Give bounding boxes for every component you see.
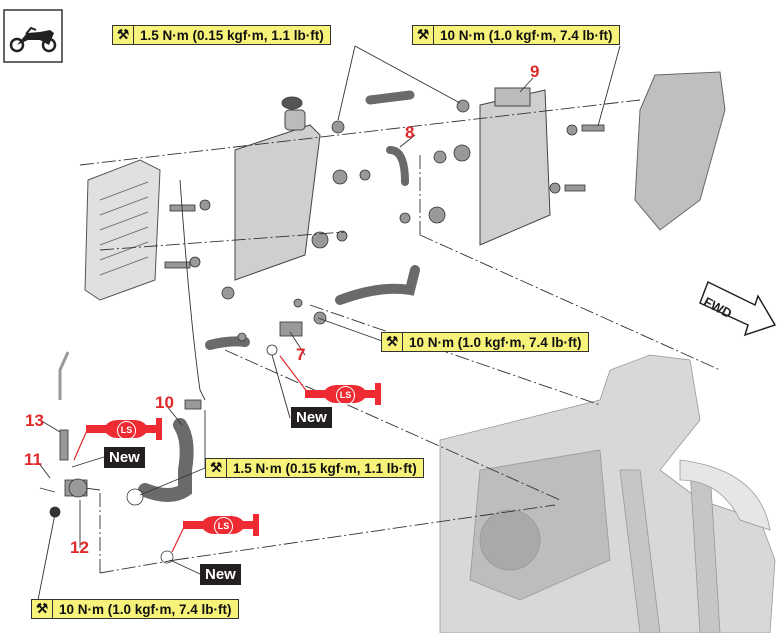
new-part-label: New [104,447,145,468]
new-part-label: New [291,407,332,428]
torque-spec-text: 10 N·m (1.0 kgf·m, 7.4 lb·ft) [409,334,582,350]
radiator-guard-left [84,159,161,301]
radiator-guard-right [634,71,726,231]
torque-spec-text: 10 N·m (1.0 kgf·m, 7.4 lb·ft) [59,601,232,617]
grease-gun-icon: LS [86,416,166,442]
motorcycle-icon [3,9,63,63]
forward-arrow-icon [699,280,777,337]
new-part-label: New [200,564,241,585]
motorcycle-frame [439,354,776,633]
torque-spec-label: ⚒ 10 N·m (1.0 kgf·m, 7.4 lb·ft) [412,25,620,45]
radiator-left [234,96,321,281]
grease-gun-icon: LS [305,381,385,407]
part-number-9: 9 [530,62,540,81]
torque-spec-text: 10 N·m (1.0 kgf·m, 7.4 lb·ft) [440,27,613,43]
torque-spec-label: ⚒ 1.5 N·m (0.15 kgf·m, 1.1 lb·ft) [205,458,424,478]
torque-spec-text: 1.5 N·m (0.15 kgf·m, 1.1 lb·ft) [140,27,324,43]
lubricant-arrows [73,355,309,553]
part-number-10: 10 [155,393,174,412]
lubricant-label: LS [214,517,233,536]
fasteners [39,99,605,564]
torque-wrench-icon: ⚒ [32,600,53,618]
torque-wrench-icon: ⚒ [206,459,227,477]
torque-wrench-icon: ⚒ [382,333,403,351]
leader-lines [37,45,721,601]
part-number-7: 7 [296,345,306,364]
torque-spec-label: ⚒ 10 N·m (1.0 kgf·m, 7.4 lb·ft) [31,599,239,619]
lubricant-label: LS [336,386,355,405]
torque-wrench-icon: ⚒ [113,26,134,44]
part-number-12: 12 [70,538,89,557]
torque-spec-label: ⚒ 1.5 N·m (0.15 kgf·m, 1.1 lb·ft) [112,25,331,45]
radiator-right [479,87,551,246]
grease-gun-icon: LS [183,512,263,538]
torque-wrench-icon: ⚒ [413,26,434,44]
part-number-8: 8 [405,123,415,142]
torque-spec-label: ⚒ 10 N·m (1.0 kgf·m, 7.4 lb·ft) [381,332,589,352]
part-number-11: 11 [24,450,42,469]
coolant-hoses [138,90,420,502]
part-number-13: 13 [25,411,44,430]
torque-spec-text: 1.5 N·m (0.15 kgf·m, 1.1 lb·ft) [233,460,417,476]
lubricant-label: LS [117,421,136,440]
